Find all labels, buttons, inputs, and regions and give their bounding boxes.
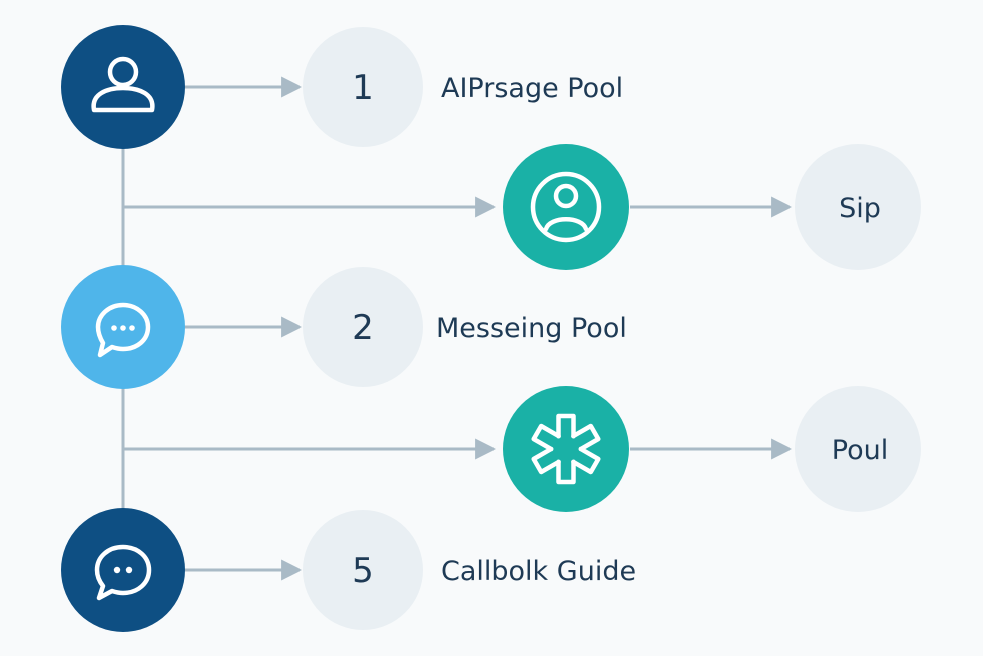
row-2-number: 2 (352, 308, 374, 348)
row-1-number-circle (303, 27, 423, 147)
row-2-number-circle (303, 267, 423, 387)
branch-1: Sip (503, 144, 921, 270)
branch-2-end-label: Poul (832, 435, 888, 466)
branch-2: Poul (503, 386, 921, 512)
user-circle-icon (530, 171, 602, 243)
row-1-label: AIPrsage Pool (441, 73, 623, 104)
row-3-label: Callbolk Guide (441, 556, 636, 587)
asterisk-icon (531, 413, 601, 485)
chat-bubble-icon (94, 544, 152, 601)
row-2-label: Messeing Pool (436, 313, 627, 344)
row-arrows (185, 76, 303, 581)
branch-2-icon-node[interactable] (503, 386, 629, 512)
row-3: 5 Callbolk Guide (61, 508, 636, 632)
branch-1-end-circle (795, 144, 921, 270)
branch-2-end-circle (795, 386, 921, 512)
row-3-number: 5 (352, 551, 374, 591)
branch-connectors (123, 196, 793, 460)
row-3-icon-node[interactable] (61, 508, 185, 632)
row-3-number-circle (303, 510, 423, 630)
row-1: 1 AIPrsage Pool (61, 25, 623, 149)
row-1-number: 1 (352, 68, 374, 108)
user-icon (91, 56, 155, 113)
branch-1-end-label: Sip (839, 193, 881, 224)
chat-bubble-icon (95, 302, 151, 358)
row-2: 2 Messeing Pool (61, 265, 627, 389)
